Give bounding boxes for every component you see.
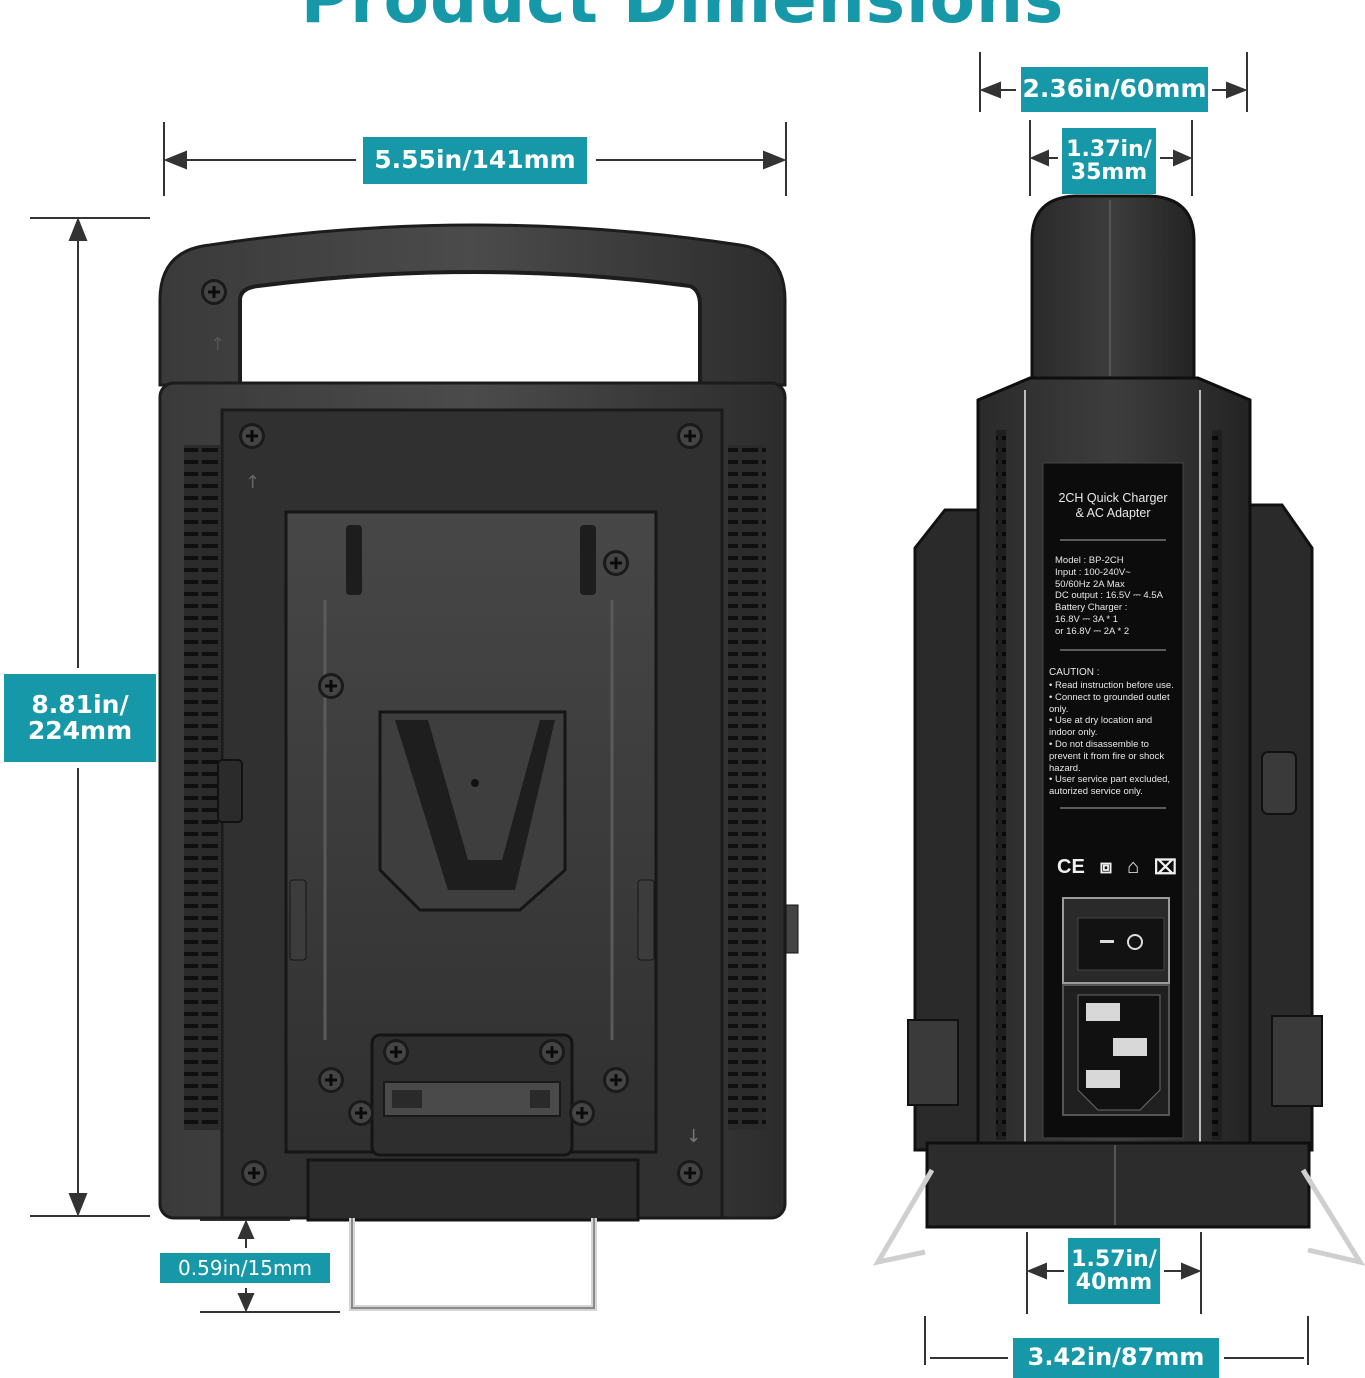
height-dimension-label: 8.81in/ 224mm: [4, 674, 156, 762]
base-depth-dimension-label: 1.57in/ 40mm: [1068, 1238, 1160, 1304]
charger-side-view: [872, 194, 1365, 1266]
panel-title: 2CH Quick Charger & AC Adapter: [1058, 491, 1168, 520]
indoor-use-icon: ⌂: [1127, 855, 1140, 878]
certification-marks: CE ⧈ ⌂ ⌧: [1057, 855, 1177, 879]
weee-icon: ⌧: [1153, 856, 1177, 879]
charger-front-view: ↑ ↑ ↓: [158, 223, 799, 1311]
handle-depth-dimension-label: 1.37in/ 35mm: [1062, 128, 1156, 194]
width-dimension-label: 5.55in/141mm: [363, 137, 587, 184]
panel-specs: Model : BP-2CH Input : 100-240V~ 50/60Hz…: [1055, 555, 1163, 637]
stand-height-dimension-label: 0.59in/15mm: [160, 1253, 330, 1283]
double-insulation-icon: ⧈: [1099, 855, 1113, 878]
dimension-lines: [30, 52, 1309, 1365]
ce-mark-icon: CE: [1057, 855, 1085, 878]
caution-list: • Read instruction before use. • Connect…: [1049, 680, 1174, 798]
depth-dimension-label: 2.36in/60mm: [1021, 67, 1208, 112]
power-switch-icon: [1062, 897, 1170, 984]
svg-text:↑: ↑: [210, 334, 225, 355]
foot-depth-dimension-label: 3.42in/87mm: [1013, 1338, 1219, 1378]
v-mount-plate-icon: [378, 710, 567, 912]
ac-inlet-icon: [1062, 984, 1170, 1116]
caution-heading: CAUTION :: [1049, 667, 1100, 678]
svg-text:↑: ↑: [245, 472, 260, 493]
charger-label-panel: 2CH Quick Charger & AC Adapter Model : B…: [1043, 463, 1183, 879]
svg-text:↓: ↓: [686, 1126, 701, 1147]
page-title: Product Dimensions: [0, 0, 1365, 40]
